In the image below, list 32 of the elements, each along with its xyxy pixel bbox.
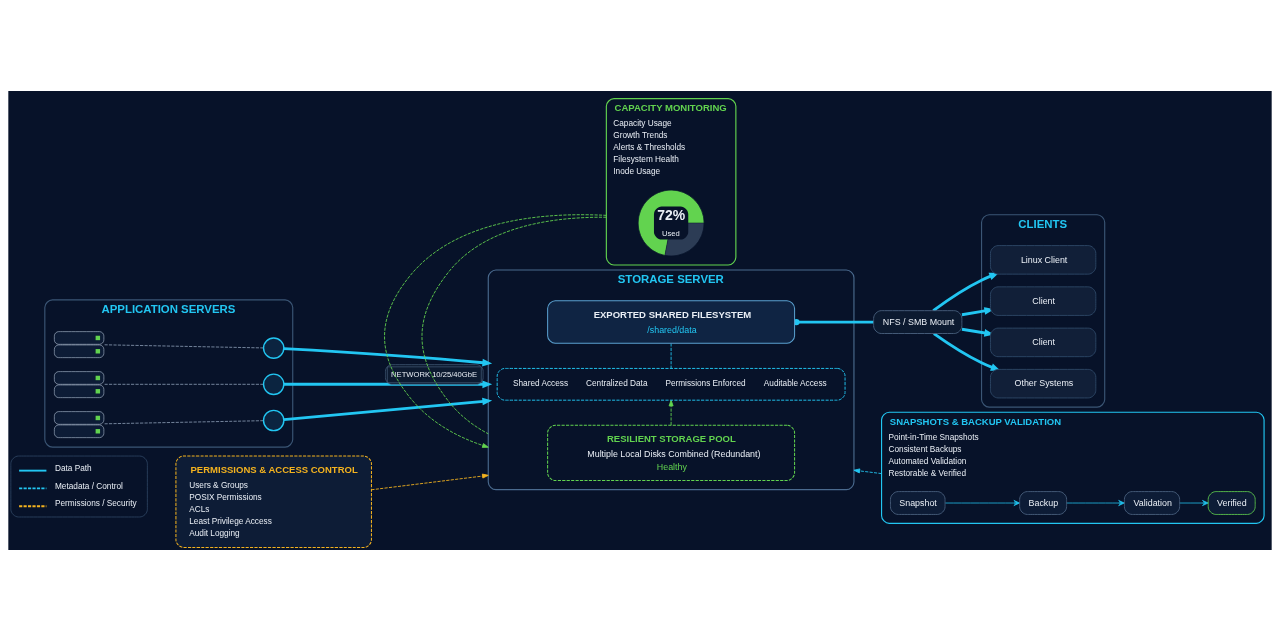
connector (104, 343, 264, 348)
connector (670, 342, 672, 369)
node-box: Snapshot (890, 490, 946, 515)
connector (421, 216, 607, 434)
node-box: Other Systems (990, 368, 1097, 398)
arrow (944, 499, 1020, 506)
cluster: APPLICATION SERVERS (44, 298, 294, 448)
arrow (1179, 499, 1209, 506)
node-box: NFS / SMB Mount (873, 309, 963, 334)
arrow (384, 213, 607, 448)
node-box: Backup (1019, 490, 1068, 515)
node-box: Validation (1123, 490, 1181, 515)
node-box: Client (990, 285, 1097, 316)
node-box: EXPORTED SHARED FILESYSTEM /shared/data (547, 299, 796, 344)
node-box: Client (990, 327, 1097, 357)
node-box: Linux Client (990, 244, 1097, 275)
node-box: RESILIENT STORAGE POOL Multiple Local Disks Combined (Redundant) Healthy (547, 424, 796, 481)
arrow (668, 399, 674, 425)
arrow (371, 473, 489, 490)
connector (104, 419, 264, 424)
connector (104, 383, 264, 385)
node-circle (262, 409, 285, 431)
arrow (283, 397, 493, 421)
arrow (1066, 499, 1125, 506)
connector (793, 318, 874, 325)
node-circle (262, 336, 285, 359)
arrow (853, 467, 882, 474)
node-circle (262, 372, 285, 395)
arrow (283, 346, 493, 366)
arrow (932, 272, 1000, 312)
arrow (283, 379, 493, 388)
node-box: Verified (1207, 490, 1256, 515)
